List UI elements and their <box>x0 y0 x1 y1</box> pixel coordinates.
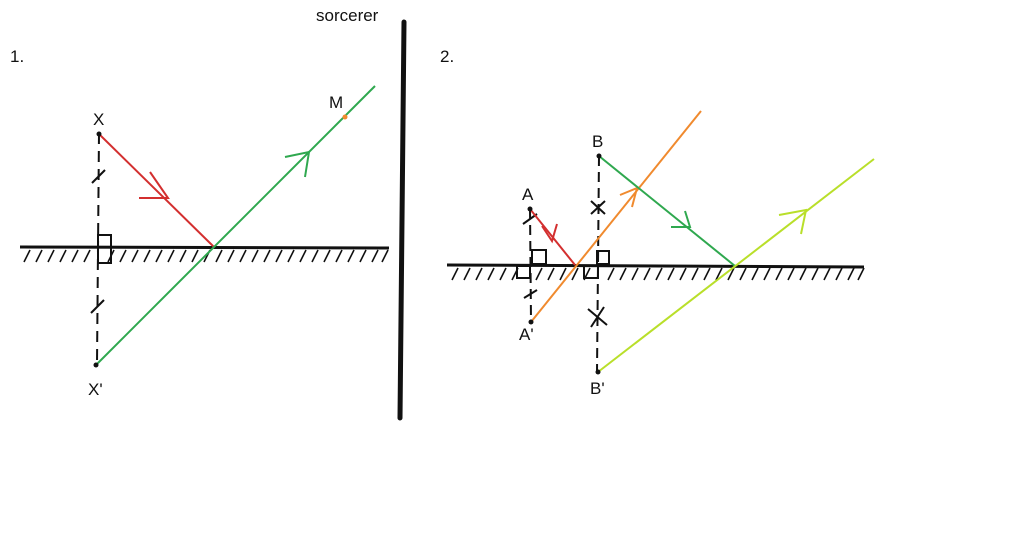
header-label: sorcerer <box>316 6 379 25</box>
panel-1-incident-ray <box>98 133 215 248</box>
panel-2-point-a <box>527 206 533 212</box>
panel-2-number: 2. <box>440 47 454 66</box>
panel-2-point-b <box>596 153 602 159</box>
panel-1: 1. X X' M <box>10 47 390 399</box>
panel-2-cross-b-lower <box>587 306 608 328</box>
panel-2-incident-ray-b <box>598 155 736 267</box>
panel-2-label-b-prime: B' <box>590 379 605 398</box>
panel-2-mirror <box>446 263 865 281</box>
panel-2-reflected-arrow-a <box>619 186 639 208</box>
panel-1-tick-upper <box>91 169 106 184</box>
panel-1-label-x: X <box>93 110 104 129</box>
panel-2-label-a: A <box>522 185 534 204</box>
panel-1-incident-arrow <box>139 171 170 199</box>
panel-2-reflected-ray-b <box>597 158 875 373</box>
panel-1-reflected-arrow <box>284 150 311 178</box>
panel-1-label-x-prime: X' <box>88 380 103 399</box>
panel-2-right-angle-a-below <box>516 265 531 279</box>
panel-2-reflected-ray-a <box>530 110 702 323</box>
panel-2-right-angle-a-above <box>531 249 547 265</box>
panel-2-reflected-arrow-b <box>778 208 808 235</box>
panel-2-mirror-hatching <box>451 267 865 281</box>
panel-2-point-b-prime <box>595 369 601 375</box>
panel-2-label-a-prime: A' <box>519 325 534 344</box>
panel-1-mirror <box>19 245 390 263</box>
panel-2-right-angle-b-above <box>596 250 610 265</box>
panel-2-point-a-prime <box>528 319 534 325</box>
panel-2-cross-b-upper <box>590 200 606 215</box>
panel-1-tick-lower <box>90 299 105 314</box>
panel-2-tick-a-lower <box>523 289 538 299</box>
panel-1-point-m <box>342 114 348 120</box>
panel-2: 2. A <box>440 47 875 398</box>
panel-2-incident-arrow-b <box>671 210 692 228</box>
panel-2-incident-arrow-a <box>541 223 558 244</box>
panel-2-right-angle-b-below <box>583 265 599 279</box>
panel-1-label-m: M <box>329 93 343 112</box>
panel-1-reflected-ray <box>95 85 376 366</box>
divider-line <box>397 19 407 421</box>
panel-2-perpendicular-b <box>596 155 600 373</box>
panel-1-right-angle-mark <box>97 234 112 264</box>
panel-1-point-x <box>96 131 102 137</box>
panel-1-number: 1. <box>10 47 24 66</box>
panel-1-point-x-prime <box>93 362 99 368</box>
panel-2-label-b: B <box>592 132 603 151</box>
